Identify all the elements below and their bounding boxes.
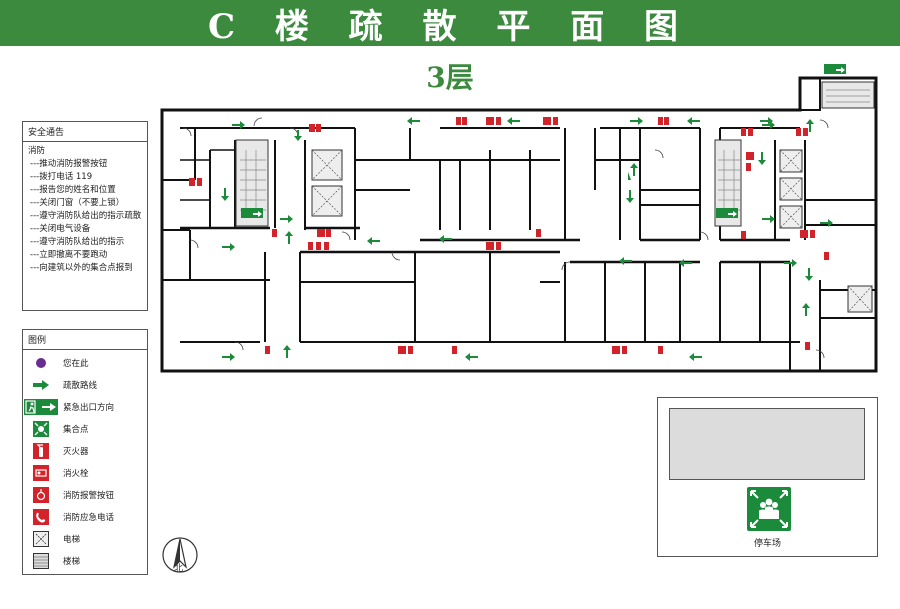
floor-label: 3层 xyxy=(426,61,474,94)
elevator-icon xyxy=(311,149,873,313)
safety-notice-list: 消防 ---推动消防报警按钮 ---拨打电话 119 ---报告您的姓名和位置 … xyxy=(23,142,147,278)
legend-label: 消防报警按钮 xyxy=(63,491,115,501)
fire-extinguisher-icon xyxy=(23,443,59,459)
you-are-here-icon xyxy=(23,356,59,370)
notice-item: ---推动消防报警按钮 xyxy=(30,159,108,169)
fire-phone-icon xyxy=(23,509,59,525)
parking-building xyxy=(669,408,865,480)
stairs-icon xyxy=(23,553,59,569)
legend-label: 楼梯 xyxy=(63,557,81,567)
legend-row: 电梯 xyxy=(23,528,147,550)
legend-panel: 图例 您在此 疏散路线 紧急出口方向 集合点 xyxy=(22,329,148,575)
legend-label: 集合点 xyxy=(63,425,89,435)
legend-row: 您在此 xyxy=(23,352,147,374)
legend-row: 消防报警按钮 xyxy=(23,484,147,506)
safety-notice-section: 消防 xyxy=(28,146,46,156)
legend-label: 疏散路线 xyxy=(63,381,98,391)
fire-hydrant-icon xyxy=(23,465,59,481)
north-compass: 北 xyxy=(160,535,200,575)
emergency-exit-icon xyxy=(23,399,59,415)
notice-item: ---报告您的姓名和位置 xyxy=(30,185,116,195)
compass-north-label: 北 xyxy=(174,564,184,574)
notice-item: ---立即撤离不要跑动 xyxy=(30,250,108,260)
legend-label: 消火栓 xyxy=(63,469,89,479)
legend-row: 疏散路线 xyxy=(23,374,147,396)
notice-item: ---拨打电话 119 xyxy=(30,172,93,182)
legend-row: 集合点 xyxy=(23,418,147,440)
emergency-exit-icon xyxy=(241,64,846,218)
page-title: C 楼 疏 散 平 面 图 xyxy=(207,6,693,47)
legend-label: 消防应急电话 xyxy=(63,513,115,523)
notice-item: ---向建筑以外的集合点报到 xyxy=(30,263,133,273)
legend-row: 消火栓 xyxy=(23,462,147,484)
legend-label: 您在此 xyxy=(63,359,89,369)
legend-label: 电梯 xyxy=(63,535,81,545)
fire-equipment-markers xyxy=(189,117,829,354)
safety-notice-panel: 安全通告 消防 ---推动消防报警按钮 ---拨打电话 119 ---报告您的姓… xyxy=(22,121,148,311)
notice-item: ---遵守消防队给出的指示 xyxy=(30,237,125,247)
legend-row: 紧急出口方向 xyxy=(23,396,147,418)
elevator-icon xyxy=(23,531,59,547)
legend-row: 消防应急电话 xyxy=(23,506,147,528)
legend-row: 灭火器 xyxy=(23,440,147,462)
evacuation-route-icon xyxy=(23,378,59,392)
fire-alarm-button-icon xyxy=(23,487,59,503)
assembly-point-icon xyxy=(23,421,59,437)
legend-label: 紧急出口方向 xyxy=(63,403,115,413)
notice-item: ---关闭电气设备 xyxy=(30,224,91,234)
legend-label: 灭火器 xyxy=(63,447,89,457)
safety-notice-title: 安全通告 xyxy=(23,122,147,142)
parking-panel: 停车场 xyxy=(657,397,878,557)
parking-label: 停车场 xyxy=(753,539,781,549)
notice-item: ---遵守消防队给出的指示疏散 xyxy=(30,211,142,221)
legend-title: 图例 xyxy=(23,330,147,350)
legend-row: 楼梯 xyxy=(23,550,147,572)
assembly-point-icon xyxy=(747,487,791,535)
notice-item: ---关闭门窗（不要上锁） xyxy=(30,198,125,208)
title-bar: C 楼 疏 散 平 面 图 xyxy=(0,0,900,47)
